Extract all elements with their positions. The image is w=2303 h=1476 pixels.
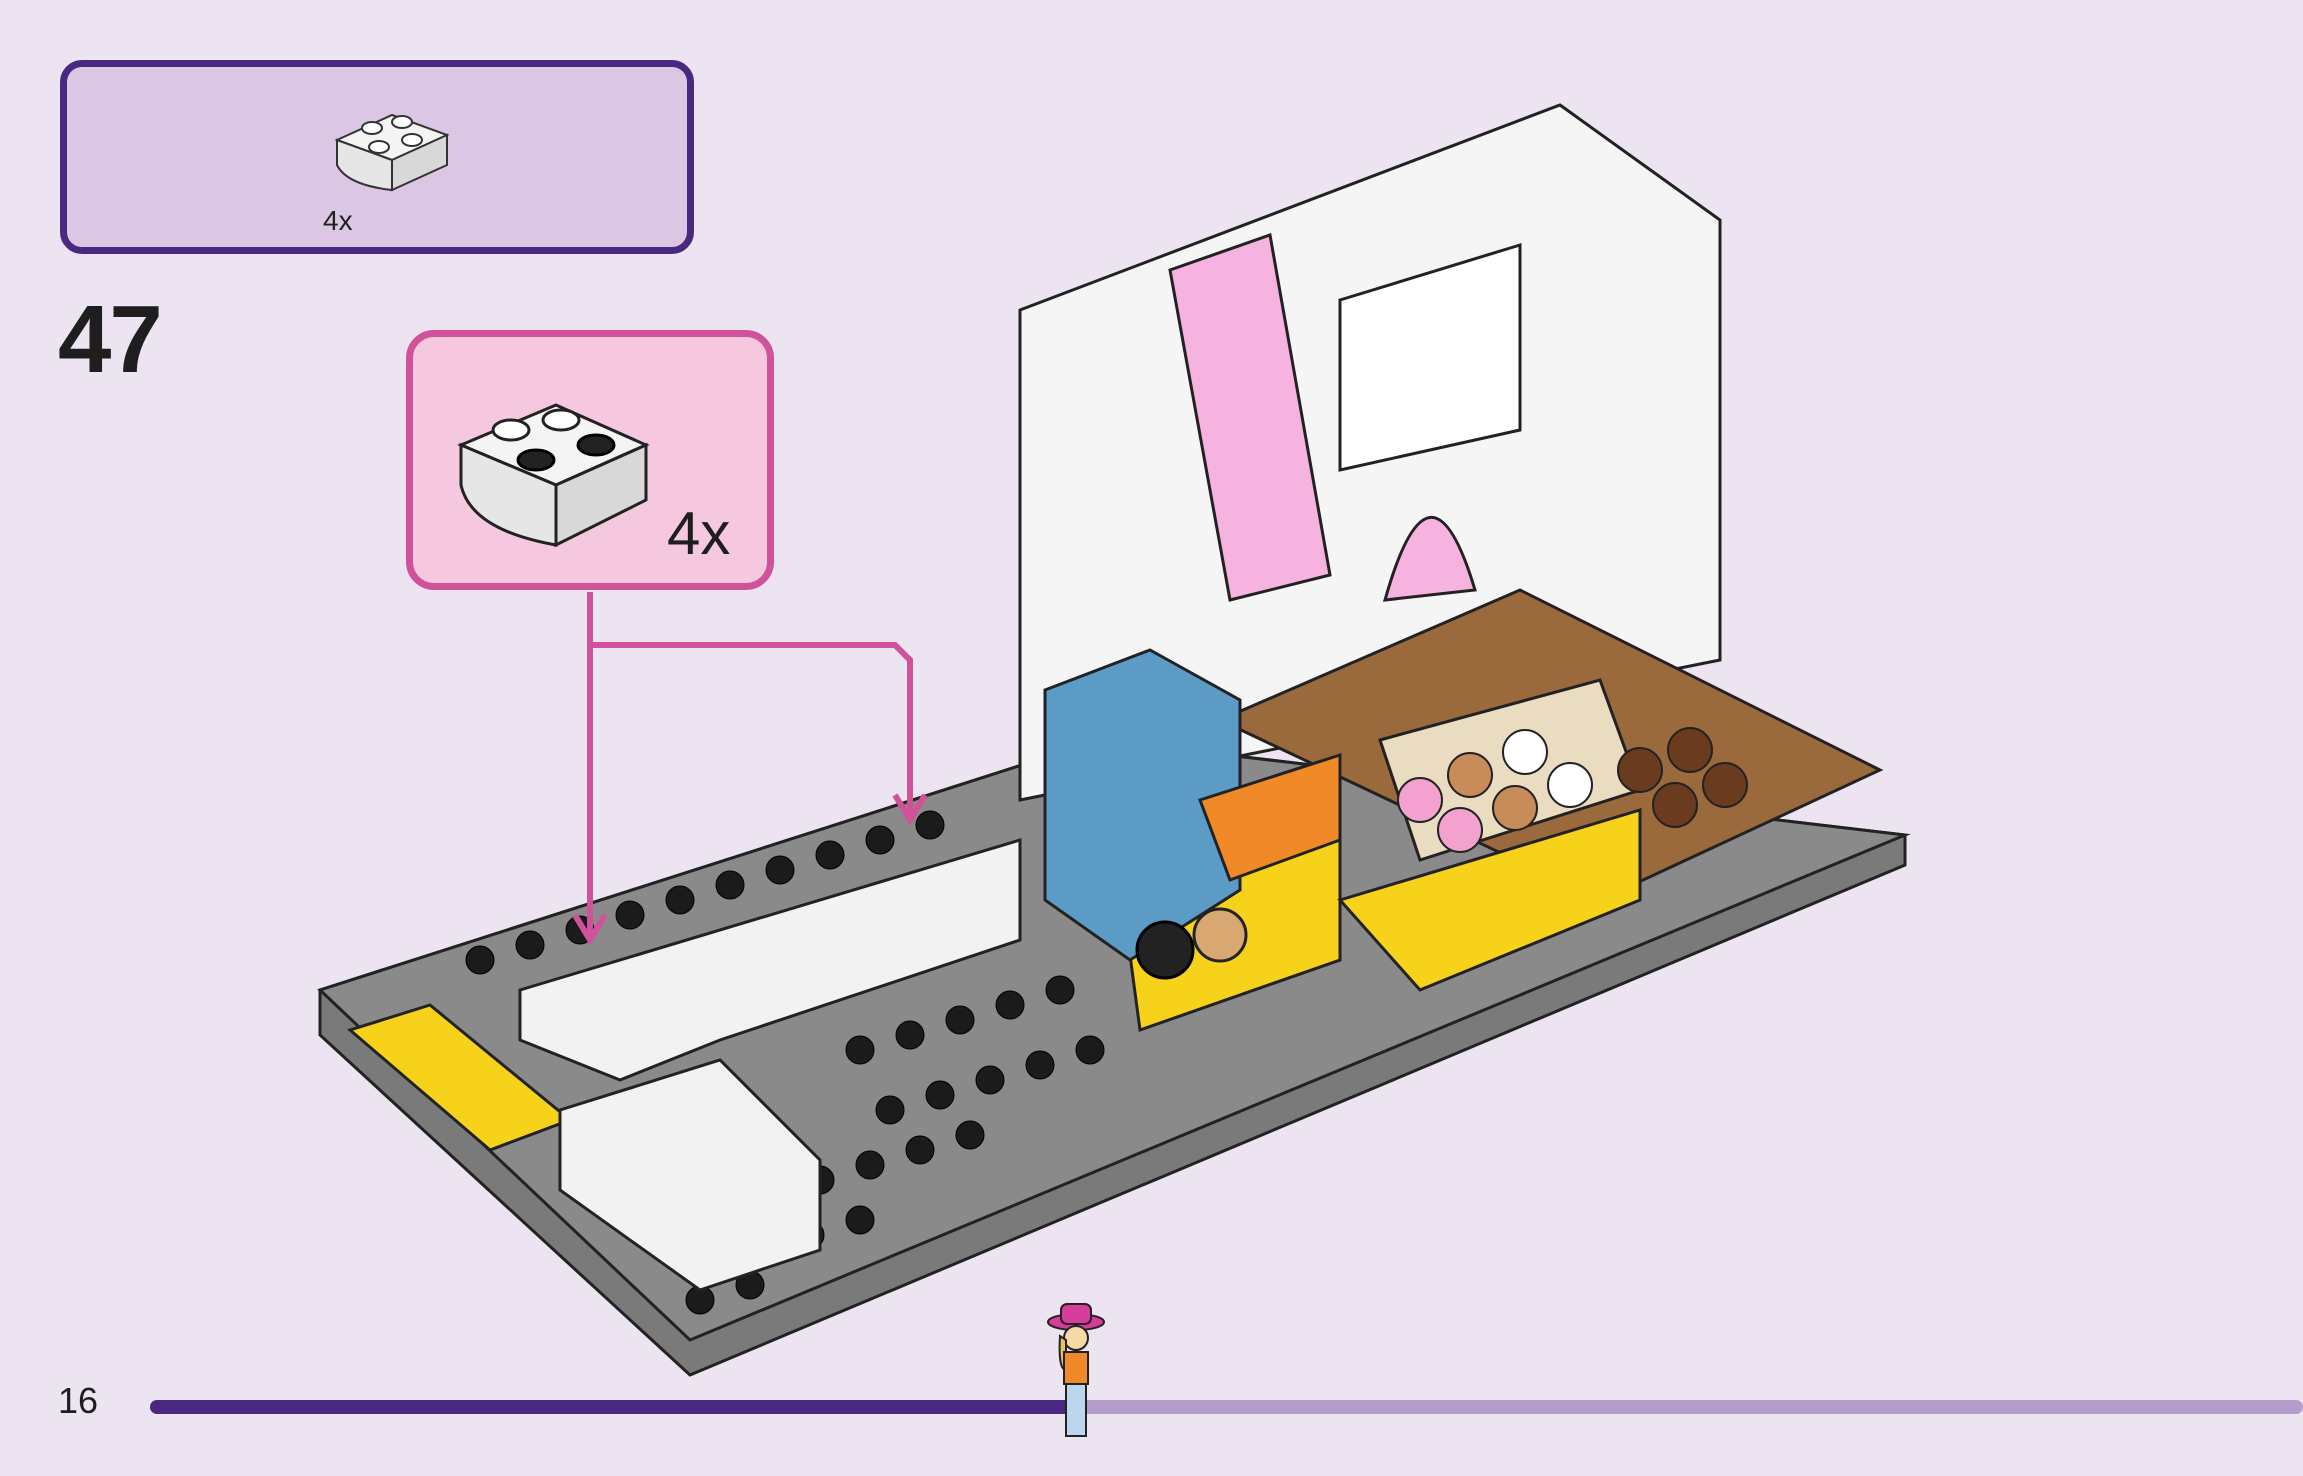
callout-box: 4x (406, 330, 774, 590)
progress-bar (150, 1400, 2303, 1414)
page-number: 16 (58, 1380, 98, 1422)
minifigure-progress-icon (1046, 1300, 1106, 1440)
progress-bar-fill (150, 1400, 1076, 1414)
callout-quantity: 4x (667, 499, 730, 568)
white-curved-brick-icon (451, 375, 651, 555)
